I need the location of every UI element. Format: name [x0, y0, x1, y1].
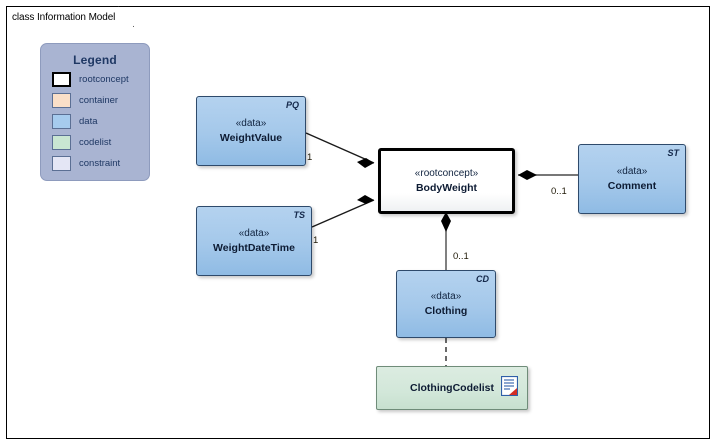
corner-tag-comment: ST — [667, 148, 679, 158]
legend-label-constraint: constraint — [79, 158, 121, 169]
class-body-weightdatetime: «data» WeightDateTime — [197, 207, 311, 275]
classname-clothingcodelist: ClothingCodelist — [410, 382, 494, 394]
corner-tag-weightdatetime: TS — [293, 210, 305, 220]
legend-swatch-rootconcept — [52, 72, 71, 87]
class-box-clothingcodelist[interactable]: ClothingCodelist — [376, 366, 528, 410]
legend-swatch-container — [52, 93, 71, 108]
multiplicity-comment: 0..1 — [551, 186, 567, 197]
classname-weightvalue: WeightValue — [219, 132, 283, 144]
class-body-clothingcodelist: ClothingCodelist — [377, 367, 527, 409]
classname-weightdatetime: WeightDateTime — [213, 242, 295, 254]
stereotype-bodyweight: «rootconcept» — [414, 168, 479, 179]
diagram-title-text: class Information Model — [12, 11, 116, 23]
class-box-comment[interactable]: ST «data» Comment — [578, 144, 686, 214]
document-icon — [501, 376, 518, 396]
legend-item-constraint: constraint — [52, 155, 149, 172]
stereotype-weightvalue: «data» — [235, 118, 267, 129]
legend-title: Legend — [73, 53, 117, 67]
stereotype-comment: «data» — [616, 166, 648, 177]
class-body-comment: «data» Comment — [579, 145, 685, 213]
legend-swatch-codelist — [52, 135, 71, 150]
legend-item-container: container — [52, 92, 149, 109]
class-body-bodyweight: «rootconcept» BodyWeight — [381, 151, 512, 211]
corner-tag-weightvalue: PQ — [285, 100, 299, 110]
classname-bodyweight: BodyWeight — [415, 182, 478, 194]
legend-swatch-constraint — [52, 156, 71, 171]
class-box-bodyweight[interactable]: «rootconcept» BodyWeight — [378, 148, 515, 214]
legend-label-data: data — [79, 116, 98, 127]
class-box-weightvalue[interactable]: PQ «data» WeightValue — [196, 96, 306, 166]
multiplicity-weightdatetime: 1 — [313, 235, 319, 246]
legend-label-codelist: codelist — [79, 137, 112, 148]
multiplicity-clothing: 0..1 — [453, 251, 469, 262]
class-box-weightdatetime[interactable]: TS «data» WeightDateTime — [196, 206, 312, 276]
legend-panel: Legend rootconcept container data codeli… — [40, 43, 150, 181]
class-box-clothing[interactable]: CD «data» Clothing — [396, 270, 496, 338]
legend-label-rootconcept: rootconcept — [79, 74, 129, 85]
legend-swatch-data — [52, 114, 71, 129]
legend-label-container: container — [79, 95, 119, 106]
legend-item-data: data — [52, 113, 149, 130]
class-body-weightvalue: «data» WeightValue — [197, 97, 305, 165]
stereotype-clothing: «data» — [430, 291, 462, 302]
legend-item-codelist: codelist — [52, 134, 149, 151]
legend-item-rootconcept: rootconcept — [52, 71, 149, 88]
corner-tag-clothing: CD — [476, 274, 489, 284]
class-body-clothing: «data» Clothing — [397, 271, 495, 337]
stereotype-weightdatetime: «data» — [238, 228, 270, 239]
multiplicity-weightvalue: 1 — [307, 152, 313, 163]
classname-clothing: Clothing — [424, 305, 468, 317]
classname-comment: Comment — [607, 180, 657, 192]
